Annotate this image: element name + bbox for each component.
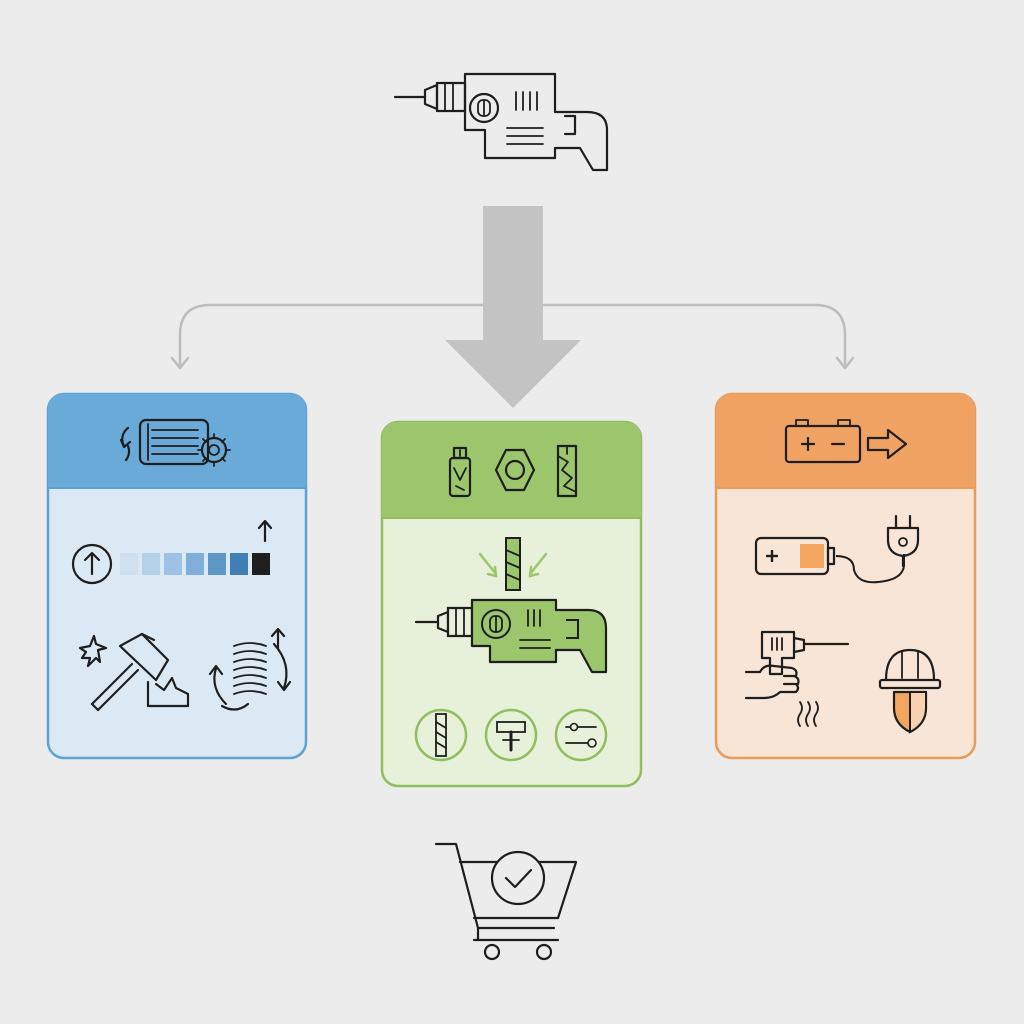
right-branch-arrowhead: [835, 356, 855, 370]
power-scale-swatch: [252, 553, 270, 575]
helmet-shield-icon: [878, 648, 942, 734]
hex-nut-icon: [494, 448, 536, 492]
checkout-cart-icon[interactable]: [434, 842, 578, 961]
power-scale-swatch: [142, 553, 160, 575]
battery-charging-icon: [754, 536, 905, 584]
panel-bits-and-chuck: [380, 420, 643, 788]
power-scale-icon: [120, 553, 270, 575]
left-branch-arrowhead: [170, 356, 190, 370]
power-scale-swatch: [186, 553, 204, 575]
power-drill-icon: [393, 72, 609, 172]
power-scale-swatch: [230, 553, 248, 575]
hammer-impact-icon: [78, 632, 190, 712]
hand-held-drill-icon: [744, 630, 850, 727]
panel-power-and-safety: [714, 392, 977, 760]
drill-bit-icon: [448, 446, 472, 498]
hammer-mode-icon[interactable]: [484, 708, 538, 762]
power-scale-swatch: [120, 553, 138, 575]
settings-mode-icon[interactable]: [554, 708, 608, 762]
main-down-arrow: [445, 206, 581, 408]
drill-mode-icon[interactable]: [414, 708, 468, 762]
power-level-up-icon: [71, 543, 113, 585]
vibration-rotation-icon: [208, 627, 292, 711]
battery-output-icon: [784, 419, 908, 464]
rotating-motor-gear-icon: [119, 418, 231, 467]
panel-motor-performance: [46, 392, 308, 760]
scale-up-arrow-icon: [257, 519, 273, 543]
masonry-bit-icon: [556, 444, 578, 498]
green-drill-icon: [414, 598, 608, 674]
power-plug-icon: [886, 514, 920, 568]
bit-insertion-icon: [478, 537, 548, 591]
power-scale-swatch: [164, 553, 182, 575]
power-scale-swatch: [208, 553, 226, 575]
